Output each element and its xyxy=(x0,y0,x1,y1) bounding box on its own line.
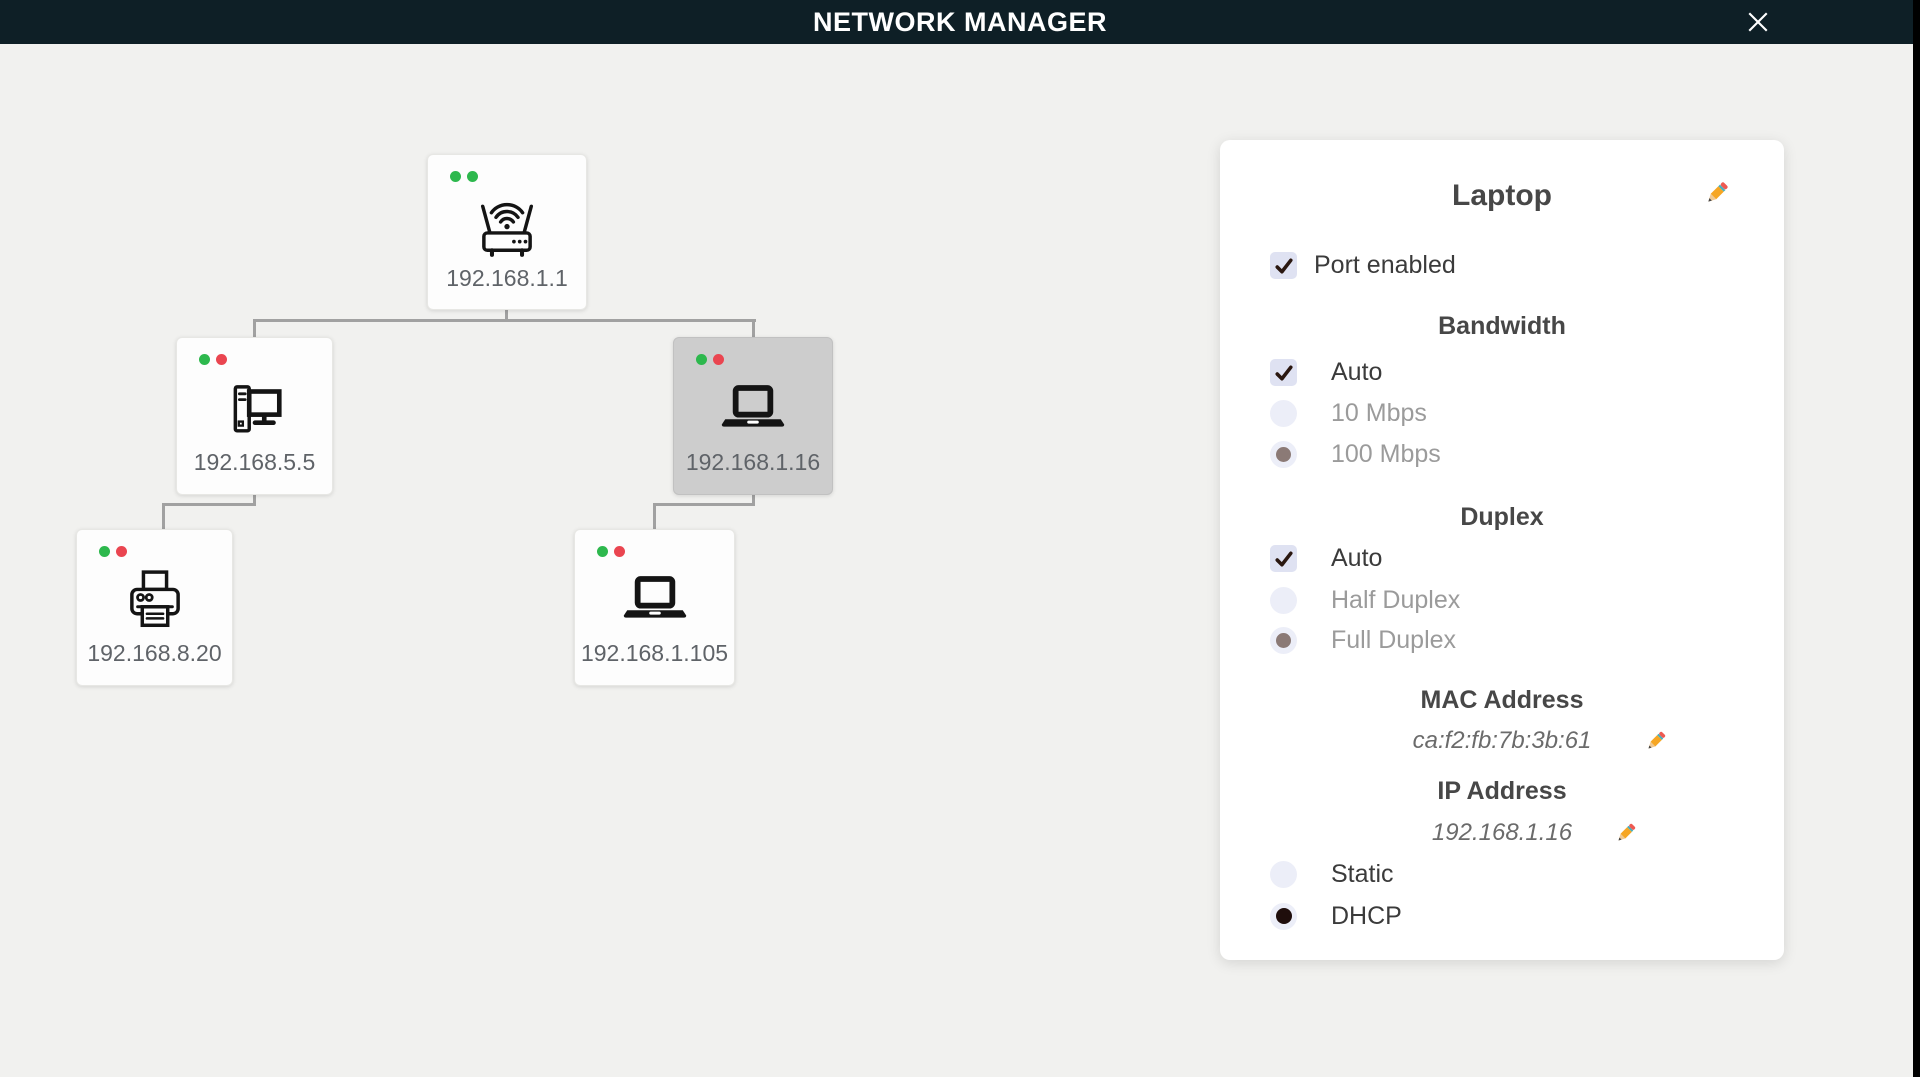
connector-level1-hbar xyxy=(253,319,756,322)
ip-static-radio[interactable] xyxy=(1270,860,1297,888)
bandwidth-10mbps-radio[interactable] xyxy=(1270,399,1297,427)
edit-name-button[interactable] xyxy=(1702,178,1732,208)
status-dots xyxy=(99,546,127,557)
radio-dot xyxy=(1276,632,1291,648)
connector-printer-drop xyxy=(162,505,165,529)
status-dots xyxy=(696,354,724,365)
status-dot-red xyxy=(614,546,625,557)
status-dot-red xyxy=(116,546,127,557)
ip-value-row: 192.168.1.16 xyxy=(1220,815,1784,851)
duplex-full-label: Full Duplex xyxy=(1331,625,1457,654)
panel-title: Laptop xyxy=(1452,179,1552,212)
bandwidth-heading-row: Bandwidth xyxy=(1220,308,1784,344)
node-laptop2[interactable]: 192.168.1.105 xyxy=(574,529,735,686)
ip-address-heading: IP Address xyxy=(1437,776,1567,805)
node-ip-label: 192.168.1.16 xyxy=(685,448,821,475)
ip-static-row: Static xyxy=(1220,856,1784,892)
bandwidth-10mbps-label: 10 Mbps xyxy=(1331,398,1427,427)
status-dot-red xyxy=(713,354,724,365)
node-ip-label: 192.168.1.105 xyxy=(580,640,729,666)
status-dot-green xyxy=(597,546,608,557)
close-icon xyxy=(1748,12,1768,32)
mac-address-value: ca:f2:fb:7b:3b:61 xyxy=(1412,727,1592,754)
duplex-heading-row: Duplex xyxy=(1220,499,1784,535)
checkmark-icon xyxy=(1275,551,1293,567)
connector-laptop2-hbar xyxy=(653,503,755,506)
port-enabled-checkbox[interactable] xyxy=(1270,251,1297,279)
printer-icon xyxy=(129,570,180,628)
node-printer[interactable]: 192.168.8.20 xyxy=(76,529,233,686)
duplex-half-radio[interactable] xyxy=(1270,586,1297,614)
status-dot-green xyxy=(467,171,478,182)
app-title: NETWORK MANAGER xyxy=(813,6,1107,37)
bandwidth-auto-row: Auto xyxy=(1220,354,1784,390)
ip-heading-row: IP Address xyxy=(1220,773,1784,809)
connector-laptop1-stub xyxy=(752,495,755,504)
titlebar: NETWORK MANAGER xyxy=(0,0,1920,44)
connector-laptop2-drop xyxy=(653,505,656,529)
checkmark-icon xyxy=(1275,258,1293,274)
duplex-heading: Duplex xyxy=(1460,502,1544,531)
connector-printer-hbar xyxy=(162,503,256,506)
screen-right-edge xyxy=(1913,0,1920,1077)
ip-static-label: Static xyxy=(1331,859,1394,888)
connector-laptop1-drop xyxy=(752,321,755,337)
status-dot-green xyxy=(99,546,110,557)
duplex-half-row: Half Duplex xyxy=(1220,582,1784,618)
edit-ip-button[interactable] xyxy=(1613,820,1639,846)
mac-heading-row: MAC Address xyxy=(1220,682,1784,718)
status-dots xyxy=(450,171,478,182)
close-button[interactable] xyxy=(1742,6,1774,38)
bandwidth-100mbps-row: 100 Mbps xyxy=(1220,436,1784,472)
node-ip-label: 192.168.8.20 xyxy=(87,640,222,666)
status-dot-green xyxy=(696,354,707,365)
connector-router-stub xyxy=(505,310,508,320)
node-desktop[interactable]: 192.168.5.5 xyxy=(176,337,333,495)
duplex-full-radio[interactable] xyxy=(1270,626,1297,654)
node-ip-label: 192.168.5.5 xyxy=(193,448,316,475)
status-dots xyxy=(597,546,625,557)
duplex-auto-label: Auto xyxy=(1331,543,1383,572)
status-dot-green xyxy=(450,171,461,182)
bandwidth-auto-checkbox[interactable] xyxy=(1270,358,1297,386)
ip-dhcp-label: DHCP xyxy=(1331,901,1402,930)
duplex-auto-checkbox[interactable] xyxy=(1270,544,1297,572)
desktop-icon xyxy=(233,384,282,433)
ip-address-value: 192.168.1.16 xyxy=(1431,819,1573,846)
edit-mac-button[interactable] xyxy=(1643,728,1669,754)
status-dot-green xyxy=(199,354,210,365)
ip-dhcp-row: DHCP xyxy=(1220,898,1784,934)
duplex-auto-row: Auto xyxy=(1220,540,1784,576)
status-dots xyxy=(199,354,227,365)
connector-desktop-drop xyxy=(253,321,256,337)
laptop-icon xyxy=(623,576,686,618)
port-enabled-label: Port enabled xyxy=(1314,250,1456,279)
pencil-icon xyxy=(1616,823,1636,843)
pencil-icon xyxy=(1646,731,1666,751)
radio-dot xyxy=(1275,908,1292,924)
mac-address-heading: MAC Address xyxy=(1420,685,1584,714)
checkmark-icon xyxy=(1275,365,1293,381)
mac-value-row: ca:f2:fb:7b:3b:61 xyxy=(1220,723,1784,759)
connector-desktop-stub xyxy=(253,495,256,504)
panel-title-row: Laptop xyxy=(1220,174,1784,218)
bandwidth-auto-label: Auto xyxy=(1331,357,1383,386)
device-settings-panel: Laptop Port enabled Bandwidth Auto 10 Mb… xyxy=(1220,140,1784,960)
port-enabled-row: Port enabled xyxy=(1220,247,1784,283)
node-laptop-selected[interactable]: 192.168.1.16 xyxy=(673,337,833,495)
duplex-full-row: Full Duplex xyxy=(1220,622,1784,658)
node-ip-label: 192.168.1.1 xyxy=(446,264,568,291)
status-dot-red xyxy=(216,354,227,365)
laptop-icon xyxy=(721,384,785,427)
bandwidth-10mbps-row: 10 Mbps xyxy=(1220,395,1784,431)
bandwidth-heading: Bandwidth xyxy=(1438,311,1566,340)
pencil-icon xyxy=(1705,181,1729,205)
bandwidth-100mbps-label: 100 Mbps xyxy=(1331,439,1441,468)
router-icon xyxy=(480,202,534,257)
duplex-half-label: Half Duplex xyxy=(1331,585,1461,614)
radio-dot xyxy=(1276,446,1291,462)
node-router[interactable]: 192.168.1.1 xyxy=(427,154,587,310)
bandwidth-100mbps-radio[interactable] xyxy=(1270,440,1297,468)
ip-dhcp-radio[interactable] xyxy=(1270,902,1297,930)
